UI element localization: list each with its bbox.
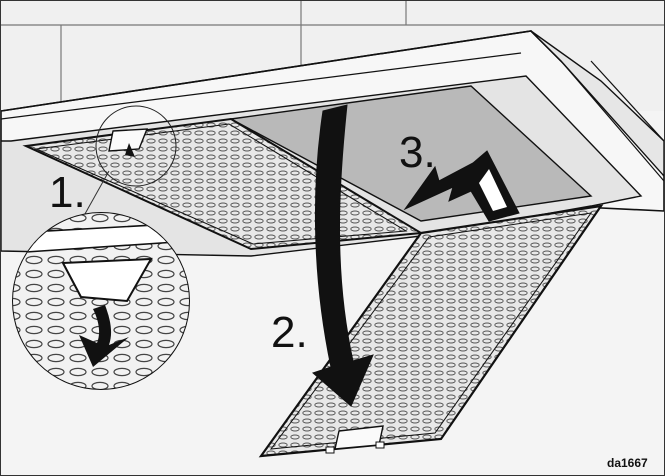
step-3-label: 3. <box>399 128 436 177</box>
magnified-latch <box>12 212 190 390</box>
step-2-label: 2. <box>271 308 308 357</box>
latch-detail <box>95 105 177 187</box>
figure-code: da1667 <box>607 456 648 470</box>
zoom-connector <box>80 170 110 222</box>
curved-down-arrow-icon <box>312 104 374 407</box>
step-1-label: 1. <box>49 168 86 217</box>
down-arrow-icon <box>79 305 129 367</box>
